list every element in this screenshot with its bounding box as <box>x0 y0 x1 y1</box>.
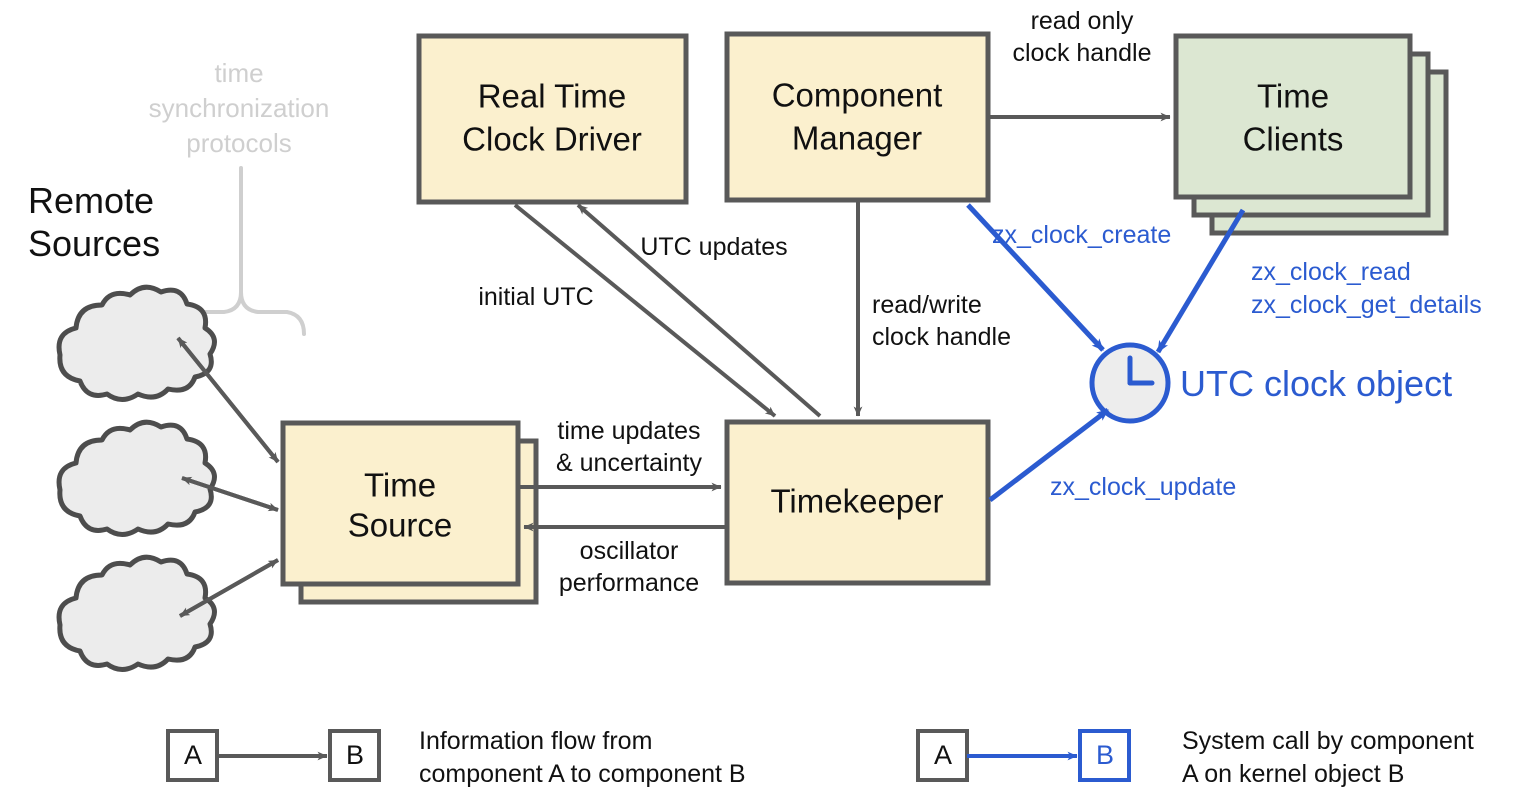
legend-info-to-letter: B <box>346 740 364 770</box>
clock-update-arrow <box>988 408 1110 502</box>
initial-utc-label: initial UTC <box>478 283 593 311</box>
time-clients-line1: Time <box>1257 78 1329 115</box>
zx-clock-update-label: zx_clock_update <box>1050 473 1236 501</box>
oscillator-label-line2: performance <box>559 569 699 597</box>
sync-protocols-line2: synchronization <box>149 93 330 123</box>
legend-info-desc-line2: component A to component B <box>419 760 746 788</box>
sync-protocols-line3: protocols <box>186 128 292 158</box>
zx-clock-read-label: zx_clock_read <box>1251 258 1411 286</box>
time-updates-label-line2: & uncertainty <box>556 449 702 477</box>
legend-syscall-desc-line2: A on kernel object B <box>1182 760 1404 788</box>
cloud1-timesource-link <box>176 336 280 464</box>
rtc-driver-line2: Clock Driver <box>462 121 642 158</box>
rtc-to-timekeeper-arrow <box>513 203 777 418</box>
read-write-handle-line1: read/write <box>872 291 982 319</box>
cloud-3 <box>56 554 217 672</box>
remote-sources-line2: Sources <box>28 223 160 264</box>
utc-clock-object-label: UTC clock object <box>1180 363 1452 404</box>
timekeeper-label: Timekeeper <box>770 483 943 520</box>
time-clients-line2: Clients <box>1243 121 1344 158</box>
cloud3-timesource-link <box>179 558 279 618</box>
component-manager-node[interactable]: Component Manager <box>724 31 991 203</box>
legend-info-flow: A B Information flow from component A to… <box>166 727 746 788</box>
time-updates-label-line1: time updates <box>557 417 700 445</box>
timekeeper-to-rtc-arrow <box>576 203 822 418</box>
timekeeper-node[interactable]: Timekeeper <box>724 419 991 586</box>
time-source-node[interactable]: Time Source <box>280 420 539 605</box>
sync-protocols-group: time synchronization protocols <box>149 58 330 336</box>
clock-create-arrow <box>966 203 1105 352</box>
rtc-driver-line1: Real Time <box>478 78 627 115</box>
legend-syscall-to-letter: B <box>1096 740 1114 770</box>
sync-protocols-line1: time <box>214 58 263 88</box>
clock-read-arrow <box>1155 208 1246 354</box>
zx-clock-get-details-label: zx_clock_get_details <box>1251 291 1482 319</box>
legend-info-desc-line1: Information flow from <box>419 727 652 755</box>
cloud-2 <box>56 419 217 537</box>
remote-sources-line1: Remote <box>28 180 154 221</box>
read-write-handle-line2: clock handle <box>872 323 1011 351</box>
legend-syscall-desc-line1: System call by component <box>1182 727 1474 755</box>
utc-clock-object-node[interactable]: UTC clock object <box>1089 342 1452 424</box>
zx-clock-create-label: zx_clock_create <box>992 221 1171 249</box>
cloud-1 <box>56 284 217 402</box>
component-manager-line2: Manager <box>792 120 922 157</box>
oscillator-label-line1: oscillator <box>580 537 679 565</box>
rtc-driver-node[interactable]: Real Time Clock Driver <box>416 33 689 205</box>
remote-sources-title: Remote Sources <box>28 180 160 264</box>
cloud2-timesource-link <box>181 476 279 512</box>
time-source-line2: Source <box>348 507 453 544</box>
read-only-handle-line1: read only <box>1031 7 1134 35</box>
clock-icon <box>1127 355 1155 386</box>
time-source-line1: Time <box>364 467 436 504</box>
component-manager-line1: Component <box>772 77 943 114</box>
utc-updates-label: UTC updates <box>640 233 787 261</box>
legend-syscall: A B System call by component A on kernel… <box>916 727 1474 788</box>
legend-syscall-from-letter: A <box>934 740 952 770</box>
time-clients-node[interactable]: Time Clients <box>1173 33 1449 236</box>
legend-info-from-letter: A <box>184 740 202 770</box>
read-only-handle-line2: clock handle <box>1013 39 1152 67</box>
